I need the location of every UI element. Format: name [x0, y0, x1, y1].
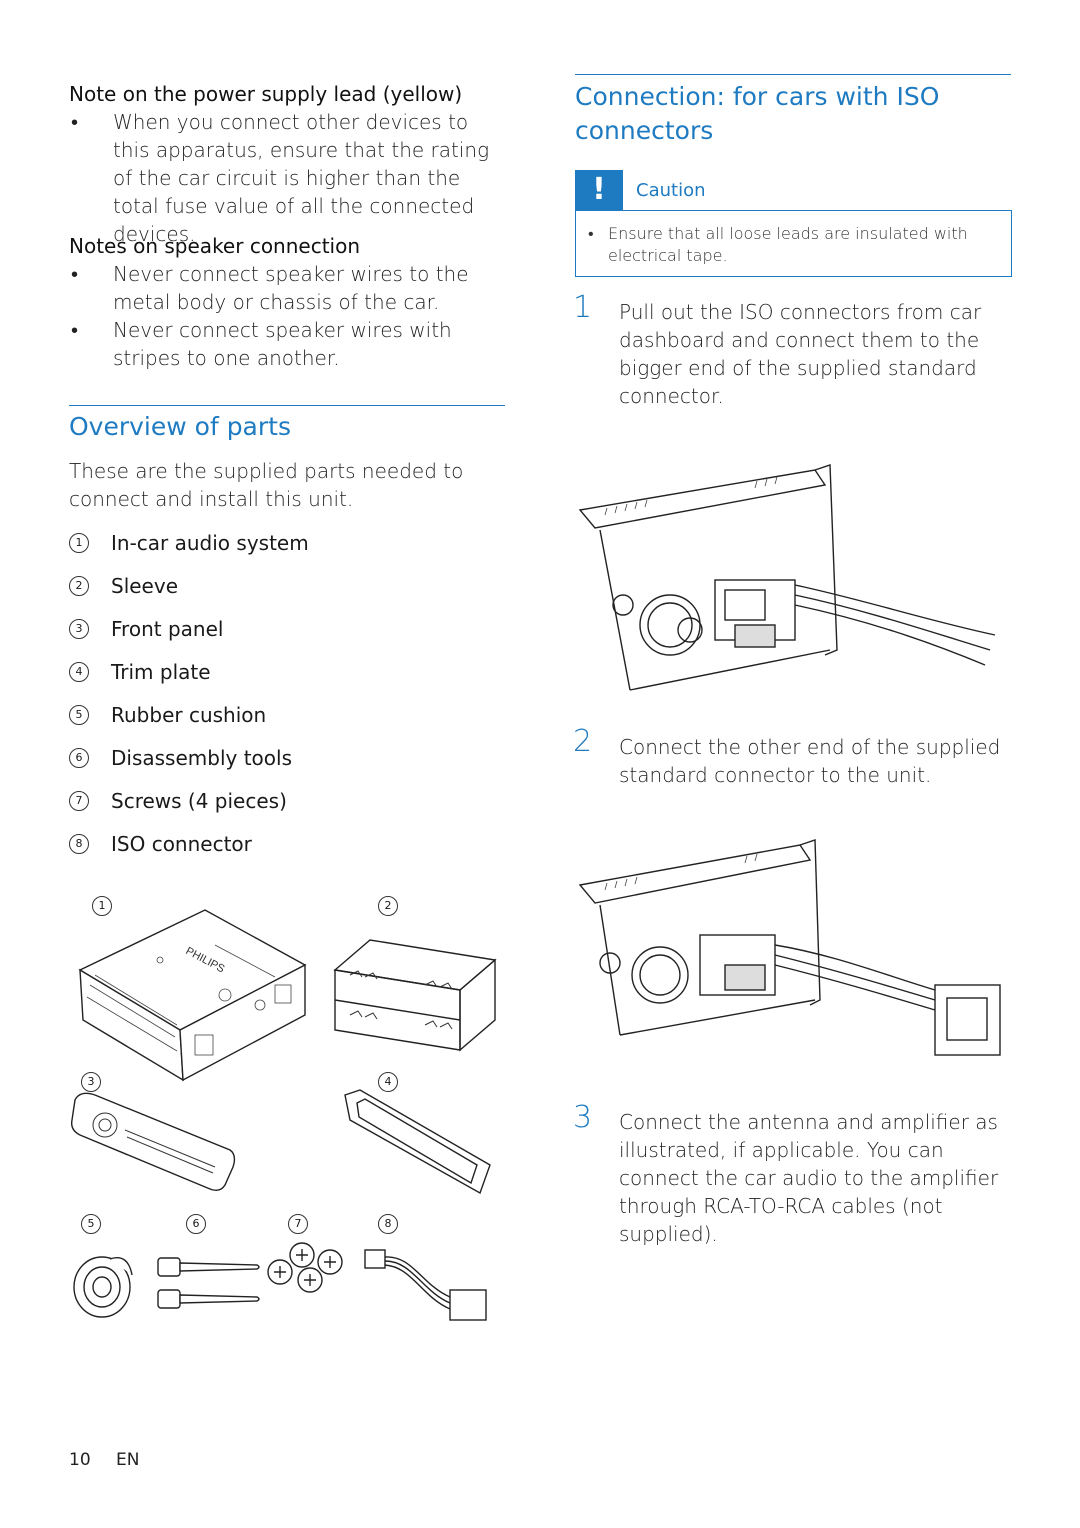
- figure-label-2: 2: [378, 896, 398, 916]
- power-note-list: When you connect other devices to this a…: [69, 108, 509, 248]
- part-number: 7: [69, 790, 89, 811]
- speaker-connection-notes: Notes on speaker connection Never connec…: [69, 232, 509, 372]
- figure-label-5: 5: [81, 1214, 101, 1234]
- caution-bullet: Ensure that all loose leads are insulate…: [586, 223, 997, 267]
- speaker-note-bullet: Never connect speaker wires with stripes…: [69, 316, 509, 372]
- part-number: 2: [69, 575, 89, 596]
- language-code: EN: [116, 1450, 140, 1470]
- part-label: In-car audio system: [111, 530, 309, 555]
- step-number: 3: [573, 1100, 593, 1135]
- part-label: Front panel: [111, 616, 224, 641]
- list-item: 3 Front panel: [69, 607, 309, 650]
- screws-illustration: [267, 1242, 343, 1293]
- step1-illustration: [578, 464, 996, 691]
- caution-badge: !: [575, 170, 623, 210]
- step-number: 2: [573, 724, 593, 759]
- list-item: 7 Screws (4 pieces): [69, 779, 309, 822]
- part-label: Trim plate: [111, 659, 211, 684]
- part-label: Screws (4 pieces): [111, 788, 287, 813]
- step2-illustration: [578, 839, 1001, 1056]
- caution-list: Ensure that all loose leads are insulate…: [586, 223, 997, 267]
- figure-label-8: 8: [378, 1214, 398, 1234]
- power-supply-note: Note on the power supply lead (yellow) W…: [69, 80, 509, 248]
- list-item: 6 Disassembly tools: [69, 736, 309, 779]
- part-number: 1: [69, 532, 89, 553]
- page-number: 10: [69, 1450, 91, 1470]
- figure-label-1: 1: [92, 896, 112, 916]
- rubber-cushion-illustration: [73, 1256, 133, 1318]
- part-number: 6: [69, 747, 89, 768]
- figure-label-4: 4: [378, 1072, 398, 1092]
- caution-box: Ensure that all loose leads are insulate…: [575, 210, 1012, 277]
- sleeve-illustration: [333, 939, 497, 1052]
- part-label: Disassembly tools: [111, 745, 292, 770]
- audio-unit-illustration: PHILIPS: [78, 909, 307, 1082]
- step-number: 1: [573, 290, 593, 325]
- power-note-heading: Note on the power supply lead (yellow): [69, 82, 463, 106]
- power-note-bullet: When you connect other devices to this a…: [69, 108, 509, 248]
- parts-list: 1 In-car audio system 2 Sleeve 3 Front pane…: [69, 521, 309, 865]
- part-label: Rubber cushion: [111, 702, 267, 727]
- speaker-notes-heading: Notes on speaker connection: [69, 234, 361, 258]
- part-number: 3: [69, 618, 89, 639]
- part-number: 4: [69, 661, 89, 682]
- list-item: 8 ISO connector: [69, 822, 309, 865]
- trim-plate-illustration: [344, 1089, 491, 1195]
- overview-title: Overview of parts: [69, 412, 291, 441]
- part-number: 5: [69, 704, 89, 725]
- connection-title: Connection: for cars with ISO connectors: [575, 82, 940, 145]
- iso-connector-illustration: [364, 1249, 487, 1321]
- speaker-notes-list: Never connect speaker wires to the metal…: [69, 260, 509, 372]
- list-item: 4 Trim plate: [69, 650, 309, 693]
- caution-title: Caution: [636, 180, 706, 201]
- figure-label-7: 7: [288, 1214, 308, 1234]
- list-item: 5 Rubber cushion: [69, 693, 309, 736]
- connection-rule: [575, 74, 1011, 75]
- front-panel-illustration: [70, 1092, 236, 1192]
- overview-intro: These are the supplied parts needed to c…: [69, 459, 464, 511]
- figure-label-6: 6: [186, 1214, 206, 1234]
- part-label: Sleeve: [111, 573, 179, 598]
- step-text: Connect the other end of the supplied st…: [619, 735, 1001, 787]
- disassembly-tools-illustration: [157, 1257, 260, 1309]
- figure-label-3: 3: [81, 1072, 101, 1092]
- list-item: 1 In-car audio system: [69, 521, 309, 564]
- speaker-note-bullet: Never connect speaker wires to the metal…: [69, 260, 509, 316]
- part-number: 8: [69, 833, 89, 854]
- step-text: Pull out the ISO connectors from car das…: [619, 300, 982, 408]
- overview-rule: [69, 405, 505, 406]
- part-label: ISO connector: [111, 831, 252, 856]
- step-text: Connect the antenna and amplifier as ill…: [619, 1110, 999, 1246]
- list-item: 2 Sleeve: [69, 564, 309, 607]
